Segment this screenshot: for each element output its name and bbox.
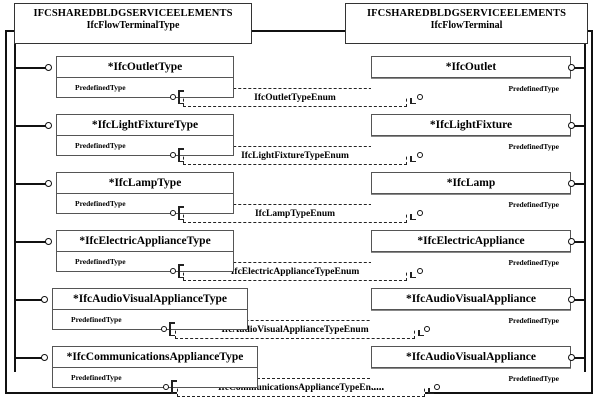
- type-attr-circle-6: [163, 384, 169, 390]
- entity-type-6-attr: PredefinedType: [52, 368, 258, 388]
- entity-occurrence-4-name: *IfcElectricAppliance: [371, 230, 571, 252]
- enum-label-6: IfcCommunicationsApplianceTypeEnum: [217, 382, 385, 393]
- right-branch-5: [574, 299, 585, 301]
- enum-label-1: IfcOutletTypeEnum: [254, 92, 336, 103]
- type-attr-circle-4: [170, 268, 176, 274]
- right-branch-circle-6: [568, 354, 575, 361]
- entity-type-5-attr: PredefinedType: [52, 310, 248, 330]
- right-branch-circle-5: [568, 296, 575, 303]
- right-branch-circle-1: [568, 64, 575, 71]
- right-branch-2: [574, 125, 585, 127]
- occ-attr-circle-5: [424, 326, 430, 332]
- occ-attr-circle-4: [417, 268, 423, 274]
- entity-occurrence-5-name: *IfcAudioVisualAppliance: [371, 288, 571, 310]
- entity-occurrence-2[interactable]: *IfcLightFixture PredefinedType: [371, 114, 571, 156]
- left-branch-2: [14, 125, 46, 127]
- entity-type-3-attr: PredefinedType: [56, 194, 234, 214]
- entity-type-4-attr: PredefinedType: [56, 252, 234, 272]
- right-branch-circle-3: [568, 180, 575, 187]
- entity-type-2-name: *IfcLightFixtureType: [56, 114, 234, 136]
- entity-occurrence-5[interactable]: *IfcAudioVisualAppliance PredefinedType: [371, 288, 571, 330]
- entity-occurrence-2-attr: PredefinedType: [371, 136, 571, 156]
- right-branch-circle-4: [568, 238, 575, 245]
- enum-label-3: IfcLampTypeEnum: [254, 208, 336, 219]
- package-left-schema: IFCSHAREDBLDGSERVICEELEMENTS: [33, 8, 233, 19]
- package-right-schema: IFCSHAREDBLDGSERVICEELEMENTS: [366, 8, 567, 19]
- entity-type-1-name: *IfcOutletType: [56, 56, 234, 78]
- entity-occurrence-1-name: *IfcOutlet: [371, 56, 571, 78]
- type-attr-circle-3: [170, 210, 176, 216]
- left-branch-3: [14, 183, 46, 185]
- right-branch-4: [574, 241, 585, 243]
- left-branch-circle-6: [41, 354, 48, 361]
- left-branch-circle-4: [45, 238, 52, 245]
- entity-occurrence-3-name: *IfcLamp: [371, 172, 571, 194]
- enum-label-4: IfcElectricApplianceTypeEnum: [230, 266, 360, 277]
- type-attr-circle-2: [170, 152, 176, 158]
- type-attr-circle-5: [161, 326, 167, 332]
- package-right-entity: IfcFlowTerminal: [430, 20, 503, 31]
- entity-occurrence-5-attr: PredefinedType: [371, 310, 571, 330]
- entity-type-4[interactable]: *IfcElectricApplianceType PredefinedType: [56, 230, 234, 272]
- entity-type-5-name: *IfcAudioVisualApplianceType: [52, 288, 248, 310]
- left-branch-5: [14, 299, 42, 301]
- package-header-left: IFCSHAREDBLDGSERVICEELEMENTS IfcFlowTerm…: [14, 3, 252, 44]
- occ-attr-circle-3: [417, 210, 423, 216]
- entity-type-6[interactable]: *IfcCommunicationsApplianceType Predefin…: [52, 346, 258, 388]
- entity-occurrence-6-name: *IfcAudioVisualAppliance: [371, 346, 571, 368]
- package-left-entity: IfcFlowTerminalType: [86, 20, 180, 31]
- entity-type-1[interactable]: *IfcOutletType PredefinedType: [56, 56, 234, 98]
- left-branch-1: [14, 67, 46, 69]
- entity-occurrence-1[interactable]: *IfcOutlet PredefinedType: [371, 56, 571, 98]
- entity-type-3[interactable]: *IfcLampType PredefinedType: [56, 172, 234, 214]
- left-branch-4: [14, 241, 46, 243]
- entity-occurrence-4-attr: PredefinedType: [371, 252, 571, 272]
- left-branch-circle-5: [41, 296, 48, 303]
- entity-type-3-name: *IfcLampType: [56, 172, 234, 194]
- left-branch-6: [14, 357, 42, 359]
- right-branch-circle-2: [568, 122, 575, 129]
- entity-occurrence-6-attr: PredefinedType: [371, 368, 571, 388]
- entity-occurrence-2-name: *IfcLightFixture: [371, 114, 571, 136]
- occ-attr-circle-6: [434, 384, 440, 390]
- enum-label-2: IfcLightFixtureTypeEnum: [241, 150, 349, 161]
- entity-occurrence-3-attr: PredefinedType: [371, 194, 571, 214]
- entity-type-6-name: *IfcCommunicationsApplianceType: [52, 346, 258, 368]
- right-branch-6: [574, 357, 585, 359]
- left-branch-circle-1: [45, 64, 52, 71]
- left-trunk-line: [14, 44, 16, 372]
- right-branch-3: [574, 183, 585, 185]
- type-attr-circle-1: [170, 94, 176, 100]
- entity-type-2-attr: PredefinedType: [56, 136, 234, 156]
- entity-type-5[interactable]: *IfcAudioVisualApplianceType PredefinedT…: [52, 288, 248, 330]
- entity-type-4-name: *IfcElectricApplianceType: [56, 230, 234, 252]
- right-branch-1: [574, 67, 585, 69]
- entity-type-1-attr: PredefinedType: [56, 78, 234, 98]
- occ-attr-circle-2: [417, 152, 423, 158]
- right-trunk-line: [584, 44, 586, 372]
- enum-label-5: IfcAudioVisualApplianceTypeEnum: [221, 324, 369, 335]
- occ-attr-circle-1: [417, 94, 423, 100]
- left-branch-circle-3: [45, 180, 52, 187]
- entity-occurrence-4[interactable]: *IfcElectricAppliance PredefinedType: [371, 230, 571, 272]
- package-header-right: IFCSHAREDBLDGSERVICEELEMENTS IfcFlowTerm…: [345, 3, 588, 44]
- entity-occurrence-1-attr: PredefinedType: [371, 78, 571, 98]
- entity-occurrence-3[interactable]: *IfcLamp PredefinedType: [371, 172, 571, 214]
- entity-occurrence-6[interactable]: *IfcAudioVisualAppliance PredefinedType: [371, 346, 571, 388]
- left-branch-circle-2: [45, 122, 52, 129]
- entity-type-2[interactable]: *IfcLightFixtureType PredefinedType: [56, 114, 234, 156]
